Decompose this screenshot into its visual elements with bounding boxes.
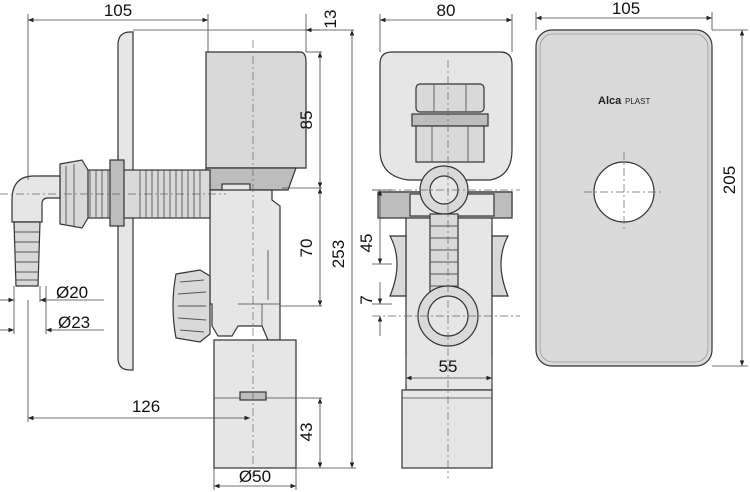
trap-body bbox=[209, 189, 281, 341]
dim-inlet-d20: Ø20 bbox=[56, 283, 88, 302]
front-mid-nut bbox=[415, 125, 485, 163]
hose-elbow bbox=[11, 175, 61, 223]
dim-side-width: 105 bbox=[104, 1, 132, 20]
hose-barb bbox=[13, 221, 41, 287]
dim-front-width: 80 bbox=[437, 1, 456, 20]
brand-suffix: PLAST bbox=[625, 97, 650, 106]
side-view: 105 13 85 70 43 253 126 Ø20 bbox=[0, 1, 356, 490]
dim-plate-thickness: 13 bbox=[321, 10, 340, 29]
trap-box bbox=[205, 51, 307, 169]
plate-nut bbox=[109, 159, 125, 227]
brand-name: Alca bbox=[598, 95, 622, 107]
front-outlet bbox=[401, 389, 493, 469]
front-collar bbox=[411, 113, 489, 127]
dim-total-height: 253 bbox=[329, 240, 348, 268]
front-view: 80 45 7 55 bbox=[357, 1, 520, 478]
front-right-lobe bbox=[491, 235, 510, 297]
dim-box-height: 85 bbox=[297, 111, 316, 130]
dim-front-h7: 7 bbox=[357, 295, 376, 304]
front-top-nut bbox=[415, 83, 485, 113]
dim-trap-height: 70 bbox=[297, 239, 316, 258]
cover-view: Alca PLAST 105 205 bbox=[535, 0, 748, 367]
dim-cover-width: 105 bbox=[612, 0, 640, 18]
outlet-pipe bbox=[213, 339, 297, 469]
box-ring bbox=[205, 167, 297, 191]
dim-outlet-height: 43 bbox=[297, 423, 316, 442]
dim-cover-height: 205 bbox=[720, 166, 739, 194]
dim-wall-depth: 126 bbox=[132, 397, 160, 416]
dim-front-w55: 55 bbox=[439, 357, 458, 376]
dim-inlet-d23: Ø23 bbox=[58, 313, 90, 332]
dim-front-h45: 45 bbox=[357, 234, 376, 253]
dim-outlet-d50: Ø50 bbox=[239, 467, 271, 486]
front-left-lobe bbox=[388, 235, 407, 297]
